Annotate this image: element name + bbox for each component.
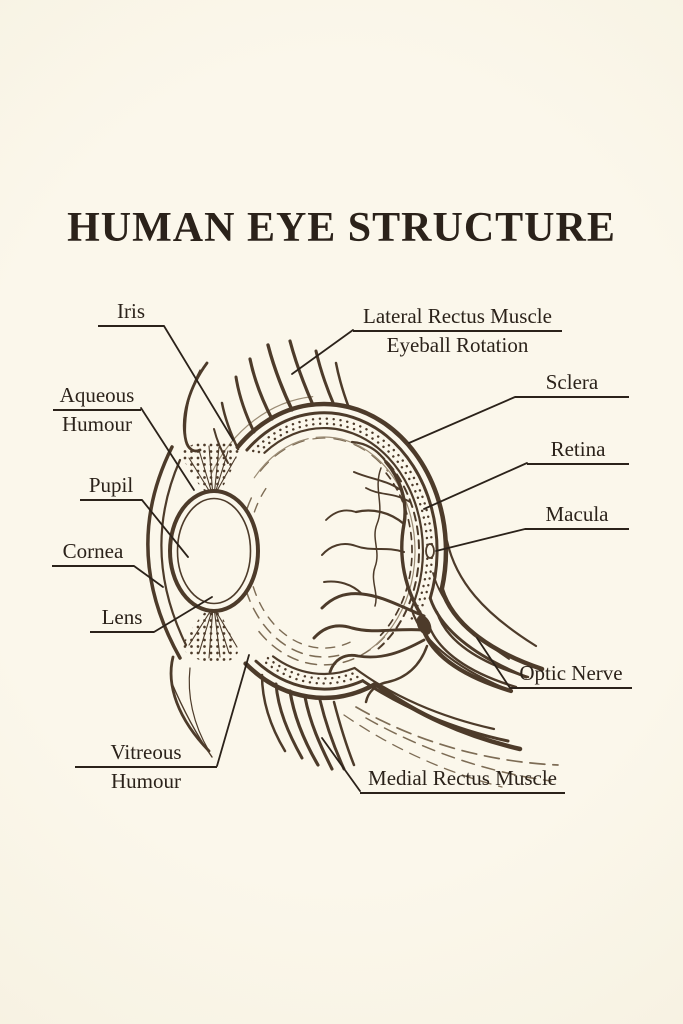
lens-shape xyxy=(168,489,260,613)
retina-hatch xyxy=(253,436,421,651)
optic-nerve-bundle xyxy=(421,610,530,694)
label-iris: Iris xyxy=(98,299,164,327)
optic-disc xyxy=(416,615,432,635)
label-underline xyxy=(52,565,134,567)
medial-rectus-fibers xyxy=(260,673,356,771)
sclera-rings xyxy=(235,401,545,752)
label-macula: Macula xyxy=(525,502,629,530)
label-text: Medial Rectus Muscle xyxy=(368,766,557,790)
label-retina: Retina xyxy=(527,437,629,465)
leader-aqueous xyxy=(140,407,195,491)
label-text: Eyeball Rotation xyxy=(386,333,529,357)
label-text: Vitreous xyxy=(110,740,182,764)
label-text: Retina xyxy=(550,437,606,461)
label-lens: Lens xyxy=(90,605,154,633)
label-optic-nerve: Optic Nerve xyxy=(510,661,632,689)
leader-retina xyxy=(423,462,528,510)
label-sclera: Sclera xyxy=(515,370,629,398)
label-underline xyxy=(98,325,164,327)
label-underline xyxy=(360,792,565,794)
label-underline xyxy=(90,631,154,633)
leader-lens xyxy=(153,596,213,633)
label-medial-rectus-muscle: Medial Rectus Muscle xyxy=(360,766,565,794)
label-underline xyxy=(53,409,141,411)
leader-optic xyxy=(476,637,511,689)
label-text: Sclera xyxy=(545,370,599,394)
label-text: Aqueous xyxy=(59,383,135,407)
leader-cornea xyxy=(133,565,164,588)
label-text: Cornea xyxy=(62,539,124,563)
label-text: Humour xyxy=(62,412,132,436)
diagram-title: HUMAN EYE STRUCTURE xyxy=(67,205,616,251)
leader-sclera xyxy=(408,396,516,444)
label-underline xyxy=(515,396,629,398)
label-underline xyxy=(510,687,632,689)
leader-lateral xyxy=(291,329,354,375)
lateral-rectus-fibers xyxy=(213,339,351,464)
label-underline xyxy=(525,528,629,530)
label-text: Pupil xyxy=(88,473,134,497)
sclera-dotted-band xyxy=(252,417,434,685)
leader-macula xyxy=(435,528,526,552)
label-text: Macula xyxy=(545,502,609,526)
leader-pupil xyxy=(141,499,189,558)
label-underline xyxy=(75,766,217,768)
label-vitreous-humour: Vitreous Humour xyxy=(75,740,217,793)
label-text: Iris xyxy=(117,299,145,323)
macula-spot xyxy=(425,543,435,559)
leader-iris xyxy=(163,325,234,441)
label-underline xyxy=(353,330,562,332)
label-aqueous-humour: Aqueous Humour xyxy=(53,383,141,436)
leader-lines xyxy=(133,325,528,792)
label-underline xyxy=(527,463,629,465)
label-text: Optic Nerve xyxy=(519,661,623,685)
label-text: Lateral Rectus Muscle xyxy=(363,304,552,328)
leader-vitreous xyxy=(216,654,250,767)
label-text: Humour xyxy=(111,769,181,793)
leader-medial xyxy=(321,737,361,792)
label-underline xyxy=(80,499,142,501)
label-pupil: Pupil xyxy=(80,473,142,501)
label-text: Lens xyxy=(101,605,143,629)
blood-vessels xyxy=(312,440,432,704)
label-cornea: Cornea xyxy=(52,539,134,567)
eyelid-contours xyxy=(169,361,559,788)
cornea xyxy=(146,445,188,660)
label-lateral-rectus-muscle: Lateral Rectus Muscle Eyeball Rotation xyxy=(353,304,562,357)
